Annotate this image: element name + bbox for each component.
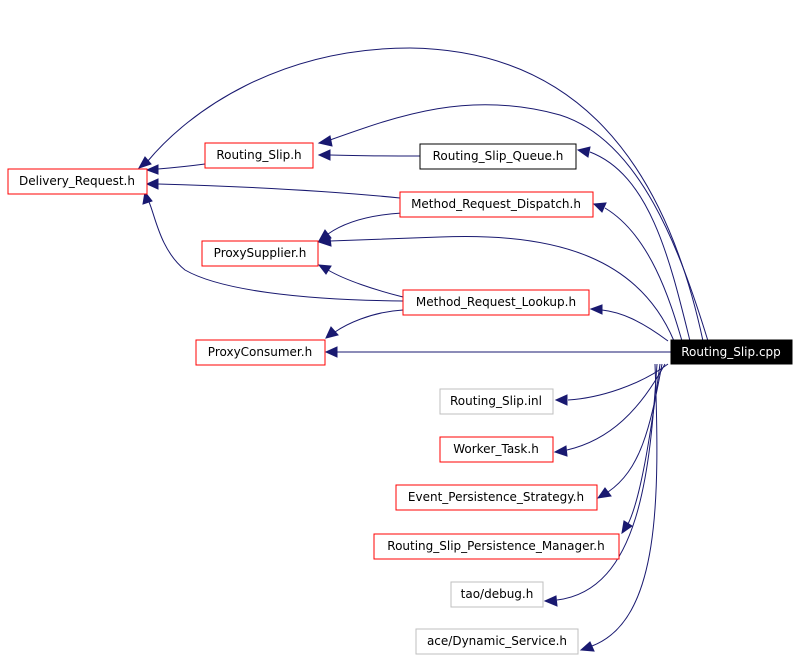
node-routing-slip-h[interactable]: Routing_Slip.h [204, 142, 314, 169]
edge-cpp-to-ace-dynamic-service [579, 363, 658, 652]
node-label: ProxySupplier.h [214, 246, 307, 260]
edge-cpp-to-routing-slip-queue [576, 146, 691, 342]
edge-lookup-to-proxy-consumer [325, 309, 404, 339]
edge-cpp-to-routing-slip-inl [554, 363, 669, 406]
node-proxy-consumer[interactable]: ProxyConsumer.h [195, 339, 326, 366]
edge-cpp-to-routing-slip-h [317, 104, 709, 342]
edge-cpp-to-event-persistence-strategy [596, 363, 663, 499]
node-label: Routing_Slip.h [216, 148, 301, 162]
edge-cpp-to-tao-debug [543, 363, 658, 607]
node-event-persistence-strategy[interactable]: Event_Persistence_Strategy.h [395, 484, 598, 511]
edge-cpp-to-proxy-consumer [324, 346, 671, 358]
node-label: Routing_Slip_Persistence_Manager.h [387, 539, 604, 553]
node-label: Event_Persistence_Strategy.h [408, 490, 584, 504]
node-proxy-supplier[interactable]: ProxySupplier.h [201, 240, 319, 267]
node-routing-slip-cpp[interactable]: Routing_Slip.cpp [670, 339, 793, 365]
node-tao-debug[interactable]: tao/debug.h [450, 581, 544, 608]
node-label: ProxyConsumer.h [208, 345, 312, 359]
node-label: Method_Request_Dispatch.h [411, 197, 581, 211]
edge-dispatch-to-proxy-supplier [318, 212, 403, 242]
node-method-request-lookup[interactable]: Method_Request_Lookup.h [402, 289, 590, 316]
node-label: Worker_Task.h [453, 442, 539, 456]
node-label: Method_Request_Lookup.h [416, 295, 576, 309]
node-label: Routing_Slip.inl [450, 394, 542, 408]
node-label: Routing_Slip.cpp [681, 345, 781, 359]
node-worker-task[interactable]: Worker_Task.h [439, 436, 554, 463]
edge-cpp-to-method-request-dispatch [592, 202, 683, 342]
node-routing-slip-persistence-manager[interactable]: Routing_Slip_Persistence_Manager.h [373, 533, 620, 560]
edge-routing-slip-h-to-delivery-request [145, 163, 206, 175]
edge-dispatch-to-delivery-request [145, 178, 401, 199]
node-delivery-request[interactable]: Delivery_Request.h [7, 168, 148, 195]
edge-lookup-to-delivery-request [142, 190, 404, 302]
node-label: Delivery_Request.h [19, 174, 135, 188]
edge-cpp-to-delivery-request [137, 47, 704, 342]
node-label: ace/Dynamic_Service.h [427, 634, 567, 648]
node-routing-slip-queue[interactable]: Routing_Slip_Queue.h [419, 143, 577, 170]
edge-cpp-to-persistence-manager [621, 363, 661, 535]
node-method-request-dispatch[interactable]: Method_Request_Dispatch.h [399, 191, 594, 218]
edge-routing-slip-queue-to-routing-slip-h [317, 149, 421, 161]
node-label: tao/debug.h [461, 587, 534, 601]
edge-lookup-to-proxy-supplier [317, 264, 404, 298]
node-label: Routing_Slip_Queue.h [433, 149, 564, 163]
edge-cpp-to-method-request-lookup [589, 304, 669, 342]
node-ace-dynamic-service[interactable]: ace/Dynamic_Service.h [415, 628, 579, 655]
node-routing-slip-inl[interactable]: Routing_Slip.inl [439, 388, 554, 415]
